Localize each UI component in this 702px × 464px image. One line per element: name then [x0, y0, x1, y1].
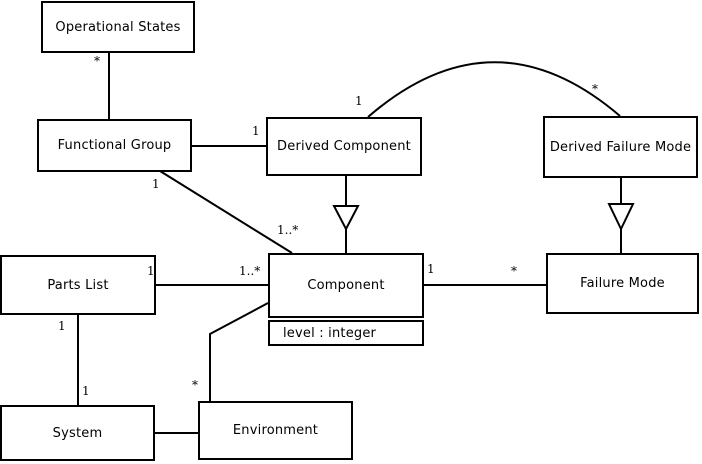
multiplicity-component-end: 1..* [239, 264, 261, 278]
class-operational-states[interactable]: Operational States [41, 1, 195, 53]
attribute-label: level : integer [283, 325, 377, 341]
class-name: Functional Group [57, 138, 172, 153]
class-derived-component[interactable]: Derived Component [266, 117, 422, 176]
class-system[interactable]: System [0, 405, 155, 461]
generalization-triangle-icon [332, 205, 360, 232]
multiplicity-arc-derived-failure-mode-end: * [592, 82, 598, 96]
class-name: Derived Failure Mode [549, 139, 692, 155]
class-name: Failure Mode [580, 276, 665, 291]
association-component-environment [209, 302, 269, 401]
multiplicity-failure-mode-end: * [511, 264, 517, 278]
multiplicity-system-end: 1 [82, 384, 90, 398]
class-name: Derived Component [277, 139, 411, 154]
class-derived-failure-mode[interactable]: Derived Failure Mode [543, 116, 698, 178]
class-name: Component [307, 278, 385, 293]
multiplicity-derived-component-end: 1 [252, 124, 260, 138]
class-name: Parts List [47, 277, 109, 293]
class-parts-list[interactable]: Parts List [0, 255, 156, 315]
class-name: Operational States [55, 19, 181, 35]
class-name: Environment [232, 423, 319, 438]
multiplicity-arc-derived-component-end: 1 [355, 94, 363, 108]
class-name: System [52, 425, 103, 441]
multiplicity-operational-states: * [94, 54, 100, 68]
class-functional-group[interactable]: Functional Group [37, 119, 192, 172]
association-arc-derived-component-derived-failure-mode [367, 61, 621, 118]
association-functional-group-component [159, 170, 293, 254]
generalization-triangle-icon [607, 203, 635, 232]
multiplicity-environment-end: * [192, 378, 198, 392]
multiplicity-functional-group-end: 1 [152, 177, 160, 191]
multiplicity-parts-list-end: 1 [58, 319, 66, 333]
multiplicity-component-end: 1 [427, 262, 435, 276]
class-component-attributes[interactable]: level : integer [268, 320, 424, 346]
class-failure-mode[interactable]: Failure Mode [546, 253, 699, 314]
class-component[interactable]: Component [268, 253, 424, 318]
multiplicity-parts-list-end: 1 [147, 264, 155, 278]
class-environment[interactable]: Environment [198, 401, 353, 460]
multiplicity-component-end: 1..* [277, 223, 299, 237]
